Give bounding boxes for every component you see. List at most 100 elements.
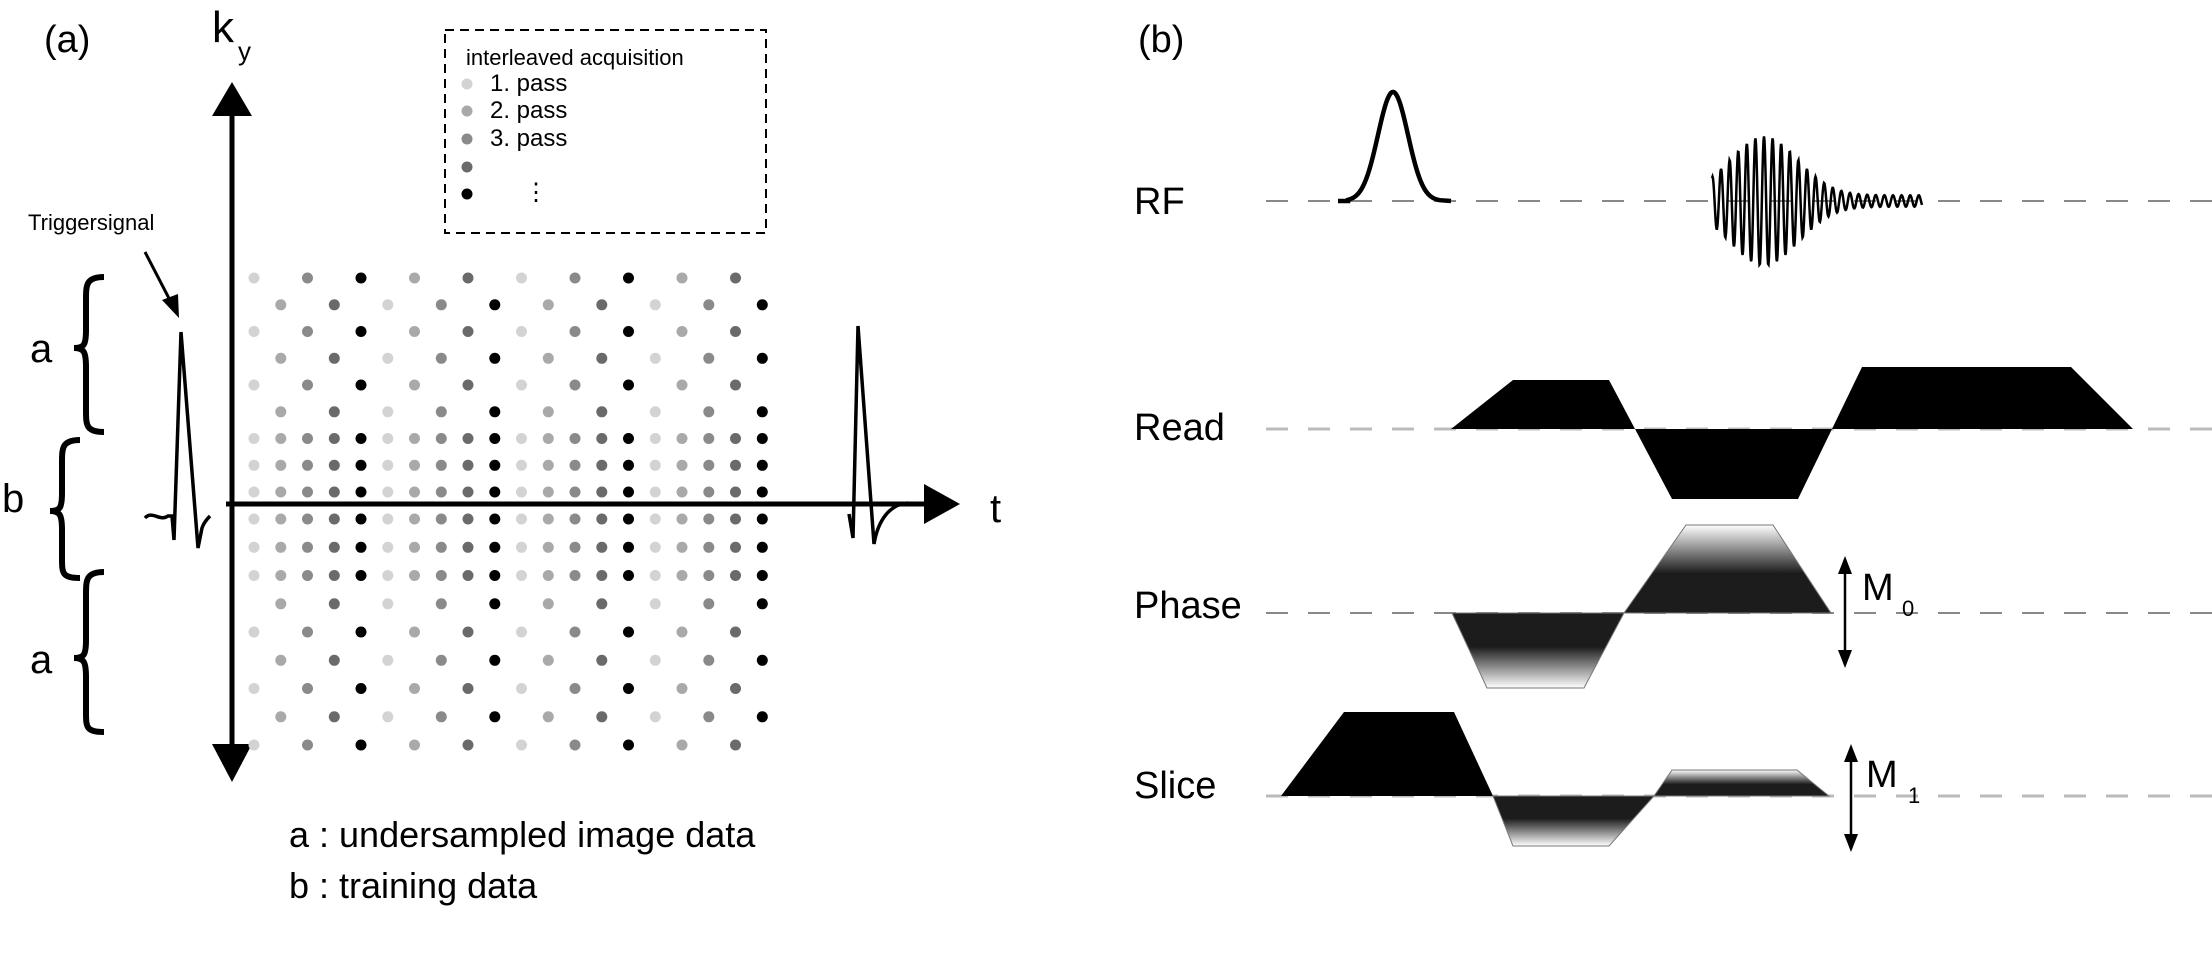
kspace-sample-dot <box>569 513 581 525</box>
kspace-sample-dot <box>542 570 554 581</box>
kspace-sample-dot <box>248 486 260 498</box>
kspace-sample-dot <box>623 272 634 284</box>
kspace-sample-dot <box>355 379 367 391</box>
kspace-sample-dot <box>409 459 420 471</box>
kspace-sample-dot <box>542 513 554 525</box>
kspace-sample-dot <box>435 541 447 553</box>
kspace-sample-dot <box>703 433 715 444</box>
m1-annotation: M 1 <box>1844 744 1920 852</box>
kspace-sample-dot <box>462 683 474 694</box>
kspace-sample-dot <box>596 352 608 364</box>
kspace-sample-dot <box>275 459 287 471</box>
kspace-sample-dot <box>382 299 394 311</box>
kspace-sample-dot <box>703 711 715 723</box>
kspace-sample-dot <box>489 433 501 444</box>
kspace-sample-dot <box>489 654 501 666</box>
kspace-sample-dot <box>275 486 287 498</box>
kspace-sample-dot <box>649 541 661 553</box>
kspace-sample-dot <box>328 406 340 418</box>
kspace-sample-dot <box>409 379 420 391</box>
kspace-sample-dot <box>382 711 394 723</box>
trigger-label: Triggersignal <box>28 210 154 235</box>
read-readout-lobe <box>1832 367 2133 429</box>
kspace-sample-dot <box>623 459 634 471</box>
slice-rephaser-lobe <box>1492 795 1656 847</box>
ky-axis-label: k <box>212 3 235 52</box>
kspace-sample-dot <box>355 433 367 444</box>
kspace-sample-dot <box>435 570 447 581</box>
kspace-sample-dot <box>756 541 768 553</box>
brace-a-top-label: a <box>30 327 53 371</box>
kspace-sample-dot <box>649 352 661 364</box>
kspace-sample-dot <box>489 486 501 498</box>
kspace-sample-dot <box>730 272 741 284</box>
kspace-sample-dot <box>569 486 581 498</box>
kspace-sample-dot <box>355 626 367 638</box>
kspace-sample-dot <box>275 541 287 553</box>
kspace-sample-dot <box>569 541 581 553</box>
t-axis-arrow-icon <box>924 484 960 524</box>
kspace-sample-dot <box>489 711 501 723</box>
kspace-sample-dot <box>730 433 741 444</box>
kspace-sample-dot <box>756 570 768 581</box>
kspace-sample-dot <box>355 326 367 337</box>
kspace-sample-dot <box>302 326 313 337</box>
legend-label-3: 3. pass <box>490 125 567 152</box>
kspace-sample-dot <box>275 711 287 723</box>
kspace-sample-dot <box>649 299 661 311</box>
kspace-sample-dot <box>382 654 394 666</box>
kspace-sample-dot <box>382 433 394 444</box>
kspace-sample-dot <box>302 683 313 694</box>
kspace-sample-dot <box>489 459 501 471</box>
kspace-sample-dot <box>623 541 634 553</box>
kspace-sample-dot <box>382 459 394 471</box>
kspace-sample-dot <box>596 570 608 581</box>
rf-excitation-pulse <box>1338 89 1452 204</box>
kspace-sample-dot <box>569 433 581 444</box>
kspace-sample-dot <box>756 711 768 723</box>
kspace-sample-dot <box>355 486 367 498</box>
kspace-sample-dot <box>409 513 420 525</box>
kspace-sample-dot <box>596 433 608 444</box>
kspace-sample-dot <box>462 570 474 581</box>
kspace-sample-dot <box>623 570 634 581</box>
channel-label-phase: Phase <box>1134 585 1242 627</box>
footnote-a: a : undersampled image data <box>289 814 756 855</box>
kspace-sample-dot <box>569 739 581 751</box>
kspace-sample-dot <box>730 570 741 581</box>
kspace-sample-dot <box>435 459 447 471</box>
kspace-sample-dot <box>302 541 313 553</box>
kspace-sample-dot <box>542 406 554 418</box>
kspace-sample-dot <box>435 486 447 498</box>
kspace-sample-dot <box>489 570 501 581</box>
kspace-sample-dot <box>328 541 340 553</box>
kspace-sample-dot <box>703 299 715 311</box>
trigger-arrow-head-icon <box>162 294 179 318</box>
kspace-sample-dot <box>703 513 715 525</box>
kspace-sample-dot <box>409 272 420 284</box>
kspace-sample-dot <box>516 486 527 498</box>
kspace-sample-dot <box>409 326 420 337</box>
m1-arrow-down-icon <box>1844 834 1858 852</box>
kspace-sample-dot <box>542 299 554 311</box>
kspace-sample-dot <box>489 406 501 418</box>
kspace-sample-dot <box>435 654 447 666</box>
legend-dot-3 <box>461 133 473 145</box>
kspace-sample-dot <box>569 272 581 284</box>
legend-dot-2 <box>461 105 473 117</box>
legend-ellipsis: ⋮ <box>524 179 548 206</box>
kspace-sample-dot <box>462 326 474 337</box>
m0-label: M <box>1862 567 1894 609</box>
kspace-sample-dot <box>409 486 420 498</box>
kspace-sample-dot <box>462 739 474 751</box>
brace-a-bottom <box>73 569 105 735</box>
kspace-sample-dot <box>596 598 608 610</box>
kspace-sample-dot <box>542 711 554 723</box>
channel-label-read: Read <box>1134 407 1225 449</box>
kspace-sample-dot <box>516 433 527 444</box>
kspace-sample-dot <box>248 739 260 751</box>
brace-b <box>49 437 81 581</box>
kspace-sample-dot <box>248 379 260 391</box>
